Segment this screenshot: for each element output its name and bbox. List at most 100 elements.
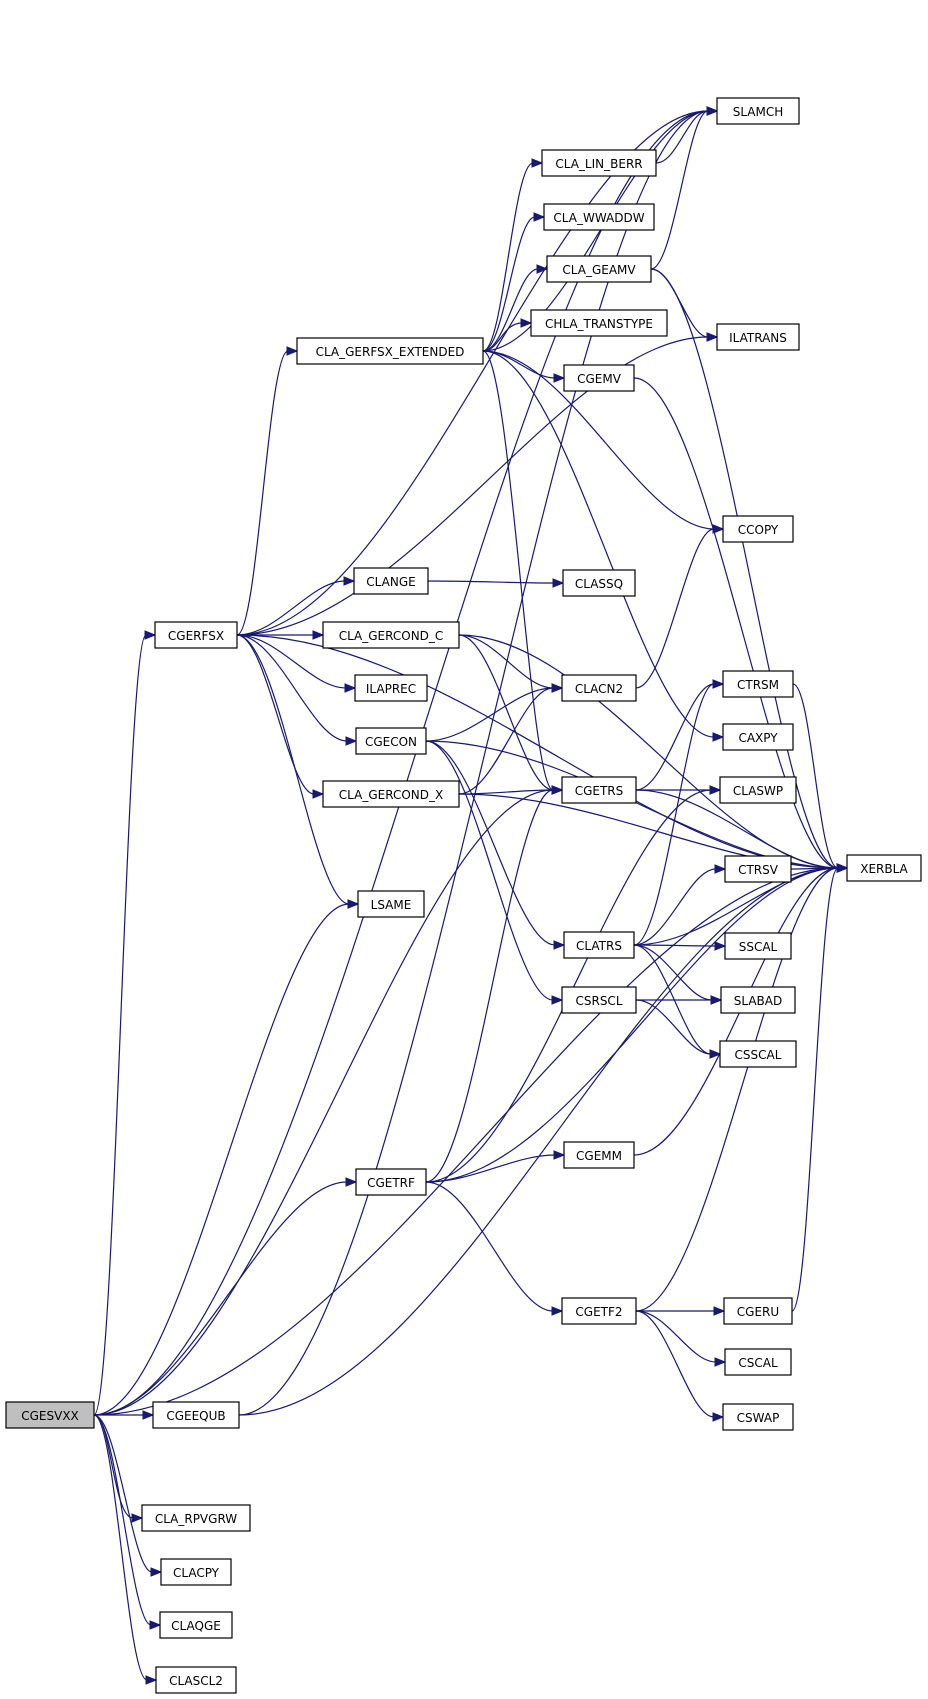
node-box[interactable] — [141, 1504, 251, 1532]
edge-cgetrf-to-claswp — [425, 785, 722, 1183]
edge-cgetf2-to-cscal — [635, 1310, 727, 1367]
node-clacpy[interactable]: CLACPY — [160, 1558, 232, 1586]
node-chla-transtype[interactable]: CHLA_TRANSTYPE — [530, 309, 668, 337]
node-clacn2[interactable]: CLACN2 — [561, 674, 637, 702]
node-label: CLASCL2 — [169, 1674, 223, 1688]
node-box[interactable] — [561, 1297, 637, 1325]
node-label: CGERU — [737, 1305, 779, 1319]
node-box[interactable] — [546, 255, 652, 283]
node-cscal[interactable]: CSCAL — [724, 1348, 792, 1376]
node-cgemv[interactable]: CGEMV — [563, 364, 635, 392]
node-box[interactable] — [724, 932, 792, 960]
edge-cgerfsx-to-cla_gercond_x — [236, 634, 325, 799]
node-cgetrf[interactable]: CGETRF — [355, 1168, 427, 1196]
node-cla-gercond-c[interactable]: CLA_GERCOND_C — [322, 621, 460, 649]
node-label: SLABAD — [734, 994, 782, 1008]
node-label: CHLA_TRANSTYPE — [545, 317, 653, 331]
node-box[interactable] — [720, 986, 796, 1014]
node-cgecon[interactable]: CGECON — [355, 727, 427, 755]
node-box[interactable] — [722, 670, 794, 698]
node-caxpy[interactable]: CAXPY — [722, 723, 794, 751]
node-box[interactable] — [159, 1611, 233, 1639]
node-xerbla[interactable]: XERBLA — [846, 854, 922, 882]
node-ctrsm[interactable]: CTRSM — [722, 670, 794, 698]
node-box[interactable] — [541, 149, 657, 177]
node-box[interactable] — [563, 364, 635, 392]
node-cgerfsx[interactable]: CGERFSX — [154, 621, 238, 649]
node-cla-lin-berr[interactable]: CLA_LIN_BERR — [541, 149, 657, 177]
node-box[interactable] — [562, 569, 636, 597]
edge-cgecon-to-csrscl — [425, 740, 564, 1005]
node-box[interactable] — [322, 780, 460, 808]
node-box[interactable] — [846, 854, 922, 882]
node-box[interactable] — [355, 1168, 427, 1196]
node-clange[interactable]: CLANGE — [353, 567, 429, 595]
node-box[interactable] — [563, 931, 635, 959]
node-cla-geamv[interactable]: CLA_GEAMV — [546, 255, 652, 283]
node-classq[interactable]: CLASSQ — [562, 569, 636, 597]
node-box[interactable] — [719, 776, 797, 804]
node-cgeequb[interactable]: CGEEQUB — [152, 1401, 240, 1429]
node-box[interactable] — [160, 1558, 232, 1586]
node-clatrs[interactable]: CLATRS — [563, 931, 635, 959]
node-box[interactable] — [716, 97, 800, 125]
node-clascl2[interactable]: CLASCL2 — [155, 1666, 237, 1694]
node-slamch[interactable]: SLAMCH — [716, 97, 800, 125]
node-box[interactable] — [561, 986, 637, 1014]
node-claswp[interactable]: CLASWP — [719, 776, 797, 804]
node-box[interactable] — [152, 1401, 240, 1429]
node-csrscl[interactable]: CSRSCL — [561, 986, 637, 1014]
node-label: CLA_RPVGRW — [155, 1512, 237, 1526]
node-claqge[interactable]: CLAQGE — [159, 1611, 233, 1639]
node-label: CTRSV — [738, 863, 779, 877]
edge-cla_gercond_c-to-cgetrs — [458, 634, 564, 795]
node-box[interactable] — [719, 1040, 797, 1068]
node-box[interactable] — [154, 621, 238, 649]
node-box[interactable] — [357, 890, 425, 918]
node-ilaprec[interactable]: ILAPREC — [354, 674, 428, 702]
node-box[interactable] — [155, 1666, 237, 1694]
node-sscal[interactable]: SSCAL — [724, 932, 792, 960]
node-box[interactable] — [563, 1141, 635, 1169]
node-label: CGEEQUB — [166, 1409, 225, 1423]
node-cla-rpvgrw[interactable]: CLA_RPVGRW — [141, 1504, 251, 1532]
node-label: CLASWP — [733, 784, 783, 798]
node-box[interactable] — [723, 1297, 793, 1325]
node-box[interactable] — [561, 674, 637, 702]
node-box[interactable] — [354, 674, 428, 702]
node-csscal[interactable]: CSSCAL — [719, 1040, 797, 1068]
node-cgemm[interactable]: CGEMM — [563, 1141, 635, 1169]
node-ccopy[interactable]: CCOPY — [722, 515, 794, 543]
node-cgesvxx[interactable]: CGESVXX — [5, 1401, 95, 1429]
node-box[interactable] — [530, 309, 668, 337]
node-cgeru[interactable]: CGERU — [723, 1297, 793, 1325]
node-cla-gercond-x[interactable]: CLA_GERCOND_X — [322, 780, 460, 808]
node-box[interactable] — [716, 323, 800, 351]
node-label: CGETRS — [575, 784, 624, 798]
node-box[interactable] — [724, 1348, 792, 1376]
node-cla-wwaddw[interactable]: CLA_WWADDW — [543, 203, 655, 231]
node-box[interactable] — [353, 567, 429, 595]
node-box[interactable] — [355, 727, 427, 755]
node-ilatrans[interactable]: ILATRANS — [716, 323, 800, 351]
node-box[interactable] — [722, 723, 794, 751]
edge-cgesvxx-to-claqge — [93, 1414, 162, 1630]
edge-cgesvxx-to-clascl2 — [93, 1414, 158, 1685]
node-box[interactable] — [543, 203, 655, 231]
node-lsame[interactable]: LSAME — [357, 890, 425, 918]
node-cgetrs[interactable]: CGETRS — [561, 776, 637, 804]
node-box[interactable] — [724, 855, 792, 883]
node-box[interactable] — [5, 1401, 95, 1429]
node-box[interactable] — [722, 515, 794, 543]
node-box[interactable] — [296, 337, 484, 365]
node-box[interactable] — [722, 1403, 794, 1431]
node-box[interactable] — [561, 776, 637, 804]
node-box[interactable] — [322, 621, 460, 649]
node-cgetf2[interactable]: CGETF2 — [561, 1297, 637, 1325]
node-slabad[interactable]: SLABAD — [720, 986, 796, 1014]
node-cswap[interactable]: CSWAP — [722, 1403, 794, 1431]
edge-cgerfsx-to-lsame — [236, 634, 360, 909]
node-cla-gerfsx-extended[interactable]: CLA_GERFSX_EXTENDED — [296, 337, 484, 365]
node-ctrsv[interactable]: CTRSV — [724, 855, 792, 883]
node-label: CLASSQ — [575, 577, 623, 591]
